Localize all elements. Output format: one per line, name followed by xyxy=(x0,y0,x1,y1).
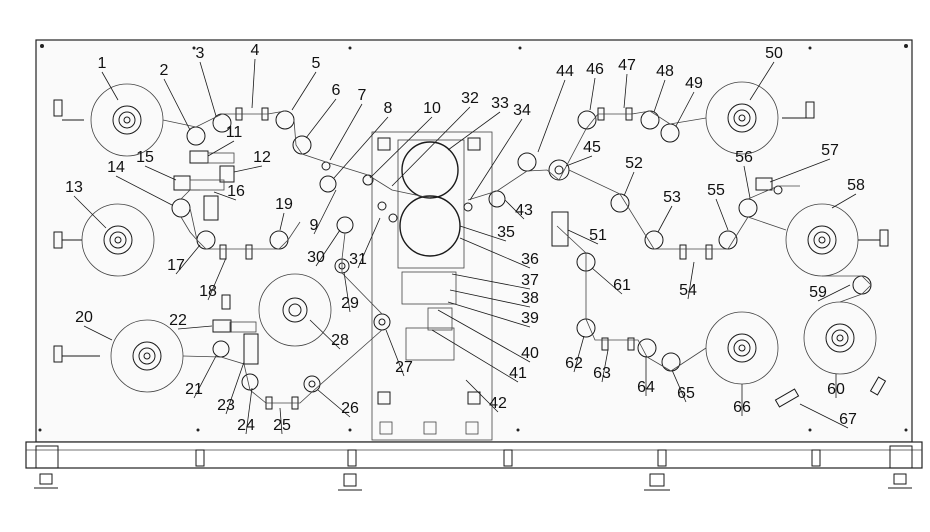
label-55: 55 xyxy=(707,182,725,199)
label-43: 43 xyxy=(515,202,533,219)
label-9: 9 xyxy=(310,217,319,234)
label-32: 32 xyxy=(461,90,479,107)
label-19: 19 xyxy=(275,196,293,213)
label-42: 42 xyxy=(489,395,507,412)
label-39: 39 xyxy=(521,310,539,327)
label-51: 51 xyxy=(589,227,607,244)
label-35: 35 xyxy=(497,224,515,241)
label-58: 58 xyxy=(847,177,865,194)
label-15: 15 xyxy=(136,149,154,166)
label-17: 17 xyxy=(167,257,185,274)
label-3: 3 xyxy=(196,45,205,62)
label-12: 12 xyxy=(253,149,271,166)
label-49: 49 xyxy=(685,75,703,92)
label-62: 62 xyxy=(565,355,583,372)
label-56: 56 xyxy=(735,149,753,166)
label-27: 27 xyxy=(395,359,413,376)
label-36: 36 xyxy=(521,251,539,268)
label-11: 11 xyxy=(226,124,243,141)
label-38: 38 xyxy=(521,290,539,307)
label-47: 47 xyxy=(618,57,636,74)
label-23: 23 xyxy=(217,397,235,414)
label-52: 52 xyxy=(625,155,643,172)
label-30: 30 xyxy=(307,249,325,266)
label-25: 25 xyxy=(273,417,291,434)
label-28: 28 xyxy=(331,332,349,349)
label-18: 18 xyxy=(199,283,217,300)
label-59: 59 xyxy=(809,284,827,301)
label-4: 4 xyxy=(251,42,260,59)
machine-base xyxy=(26,442,922,468)
label-24: 24 xyxy=(237,417,255,434)
label-54: 54 xyxy=(679,282,697,299)
label-53: 53 xyxy=(663,189,681,206)
label-13: 13 xyxy=(65,179,83,196)
label-22: 22 xyxy=(169,312,187,329)
label-2: 2 xyxy=(160,62,169,79)
label-64: 64 xyxy=(637,379,655,396)
label-48: 48 xyxy=(656,63,674,80)
label-61: 61 xyxy=(613,277,631,294)
label-34: 34 xyxy=(513,102,531,119)
label-21: 21 xyxy=(185,381,203,398)
label-57: 57 xyxy=(821,142,839,159)
label-26: 26 xyxy=(341,400,359,417)
label-7: 7 xyxy=(358,87,367,104)
label-5: 5 xyxy=(312,55,321,72)
label-63: 63 xyxy=(593,365,611,382)
label-14: 14 xyxy=(107,159,125,176)
label-67: 67 xyxy=(839,411,857,428)
label-20: 20 xyxy=(75,309,93,326)
label-40: 40 xyxy=(521,345,539,362)
label-44: 44 xyxy=(556,63,574,80)
label-1: 1 xyxy=(98,55,107,72)
label-66: 66 xyxy=(733,399,751,416)
label-10: 10 xyxy=(423,100,441,117)
label-37: 37 xyxy=(521,272,539,289)
label-60: 60 xyxy=(827,381,845,398)
label-46: 46 xyxy=(586,61,604,78)
label-45: 45 xyxy=(583,139,601,156)
label-6: 6 xyxy=(332,82,341,99)
label-16: 16 xyxy=(227,183,245,200)
label-33: 33 xyxy=(491,95,509,112)
label-8: 8 xyxy=(384,100,393,117)
label-41: 41 xyxy=(509,365,527,382)
label-31: 31 xyxy=(349,251,367,268)
label-29: 29 xyxy=(341,295,359,312)
label-65: 65 xyxy=(677,385,695,402)
label-50: 50 xyxy=(765,45,783,62)
